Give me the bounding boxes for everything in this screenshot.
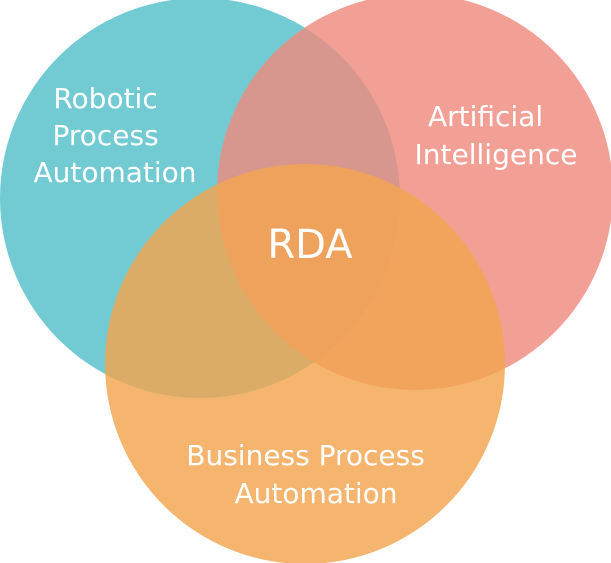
rda-center-label: RDA xyxy=(267,222,353,268)
circle-business-process-automation xyxy=(105,164,505,563)
rpa-label-line-3: Automation xyxy=(33,156,196,189)
artificial-intelligence-label: Artificial Intelligence xyxy=(415,100,578,171)
ai-label-line-2: Intelligence xyxy=(415,138,578,171)
rpa-label-line-1: Robotic xyxy=(53,82,157,115)
bpa-label-line-2: Automation xyxy=(234,477,397,510)
ai-label-line-1: Artificial xyxy=(428,100,543,133)
rpa-label-line-2: Process xyxy=(52,119,158,152)
robotic-process-automation-label: Robotic Process Automation xyxy=(33,82,196,189)
business-process-automation-label: Business Process Automation xyxy=(186,439,434,510)
bpa-label-line-1: Business Process xyxy=(186,439,425,472)
